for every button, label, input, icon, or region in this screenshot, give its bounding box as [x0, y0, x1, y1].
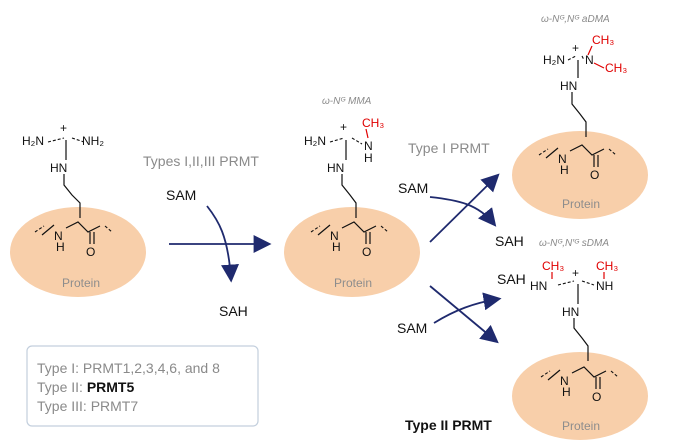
adma-n-right: N [585, 53, 594, 67]
sdma-methyl-1: CH₃ [542, 259, 564, 273]
adma-nh2-left: H₂N [543, 53, 565, 67]
type1-sah: SAH [495, 233, 524, 249]
type2-side-arrow [433, 292, 502, 324]
arginine-nh: HN [50, 161, 67, 175]
step1-label: Types I,II,III PRMT [143, 153, 259, 169]
svg-text:Type I: PRMT1,2,3,4,6, and 8: Type I: PRMT1,2,3,4,6, and 8 [37, 360, 220, 376]
arginine-structure: Protein H₂N + NH₂ HN N H O [10, 121, 146, 297]
step1-sam: SAM [166, 187, 196, 203]
adma-methyl-2: CH₃ [605, 61, 627, 75]
legend-line1-prefix: Type I [37, 360, 75, 376]
sdma-nh-right: NH [596, 279, 613, 293]
step1-sah: SAH [219, 303, 248, 319]
svg-text:H: H [364, 151, 373, 165]
mma-nh: HN [327, 161, 344, 175]
svg-text:+: + [572, 41, 579, 55]
svg-text:O: O [592, 390, 601, 404]
svg-text:Type II: PRMT5: Type II: PRMT5 [37, 379, 134, 395]
legend-line1-text: : PRMT1,2,3,4,6, and 8 [75, 360, 220, 376]
type2-sah: SAH [497, 271, 526, 287]
protein-ellipse-2 [284, 207, 420, 297]
type1-sam: SAM [398, 180, 428, 196]
adma-nh: HN [560, 79, 577, 93]
svg-text:N: N [560, 374, 569, 388]
sdma-caption: ω-Nᴳ,N′ᴳ sDMA [539, 238, 609, 249]
arginine-nh2-right: NH₂ [82, 134, 104, 148]
step1-side-arrow [206, 205, 239, 283]
legend-line3-text: : PRMT7 [83, 398, 138, 414]
svg-text:H: H [332, 240, 341, 254]
svg-text:O: O [590, 168, 599, 182]
svg-text:H: H [560, 163, 569, 177]
svg-text:Type III: PRMT7: Type III: PRMT7 [37, 398, 138, 414]
svg-text:H: H [56, 240, 65, 254]
legend-line3-prefix: Type III [37, 398, 83, 414]
type1-label: Type I PRMT [408, 140, 490, 156]
svg-text:N: N [330, 229, 339, 243]
protein-label-2: Protein [334, 276, 372, 290]
arginine-nh2-left: H₂N [22, 134, 44, 148]
protein-label-3: Protein [562, 197, 600, 211]
mma-nh2-left: H₂N [304, 134, 326, 148]
type2-label: Type II PRMT [405, 417, 492, 433]
svg-text:O: O [362, 245, 371, 259]
svg-text:+: + [340, 120, 347, 134]
protein-label-4: Protein [562, 419, 600, 433]
protein-label-1: Protein [62, 276, 100, 290]
mma-structure: Protein ω-Nᴳ MMA CH₃ H₂N + N H HN N H O [284, 96, 420, 297]
legend-line2-prefix: Type II [37, 379, 79, 395]
sdma-nh: HN [562, 305, 579, 319]
adma-methyl-1: CH₃ [592, 33, 614, 47]
protein-ellipse-1 [10, 207, 146, 297]
svg-text:H: H [562, 385, 571, 399]
sdma-hn-left: HN [530, 279, 547, 293]
mma-methyl: CH₃ [362, 116, 384, 130]
type1-arrow [429, 173, 500, 243]
adma-structure: Protein ω-Nᴳ,Nᴳ aDMA CH₃ CH₃ H₂N + N HN … [512, 14, 648, 219]
arginine-charge: + [60, 121, 67, 135]
svg-text:O: O [86, 245, 95, 259]
reaction-type-1: Type I PRMT SAM SAH [398, 140, 524, 249]
sdma-methyl-2: CH₃ [596, 259, 618, 273]
type2-sam: SAM [397, 320, 427, 336]
type2-arrow [429, 285, 499, 344]
legend-line2-strong: PRMT5 [87, 379, 135, 395]
type1-side-arrow [429, 196, 497, 227]
svg-text:N: N [558, 152, 567, 166]
adma-caption: ω-Nᴳ,Nᴳ aDMA [541, 14, 610, 25]
mma-nh-right: N [364, 139, 373, 153]
svg-text:+: + [572, 266, 579, 280]
mma-caption: ω-Nᴳ MMA [322, 96, 372, 107]
reaction-type-2: SAH SAM Type II PRMT [397, 271, 526, 433]
svg-text:N: N [54, 229, 63, 243]
legend-box: Type I: PRMT1,2,3,4,6, and 8 Type II: PR… [26, 345, 259, 427]
reaction-step-1: Types I,II,III PRMT SAM SAH [143, 153, 272, 319]
sdma-structure: Protein ω-Nᴳ,N′ᴳ sDMA CH₃ CH₃ HN + NH HN… [512, 238, 648, 440]
